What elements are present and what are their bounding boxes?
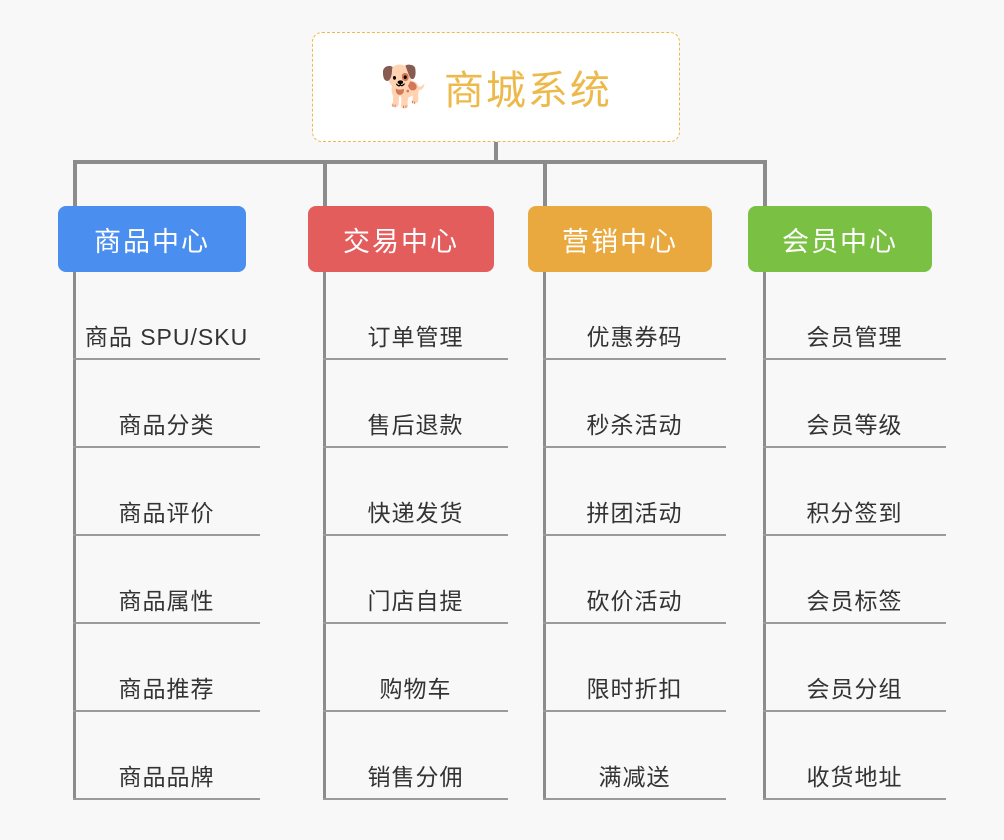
- branch-drop-connector-4: [763, 160, 767, 208]
- child-item-label: 砍价活动: [586, 588, 683, 614]
- child-item-label: 积分签到: [806, 500, 903, 526]
- child-item[interactable]: 商品品牌: [73, 712, 260, 800]
- child-item-label: 会员等级: [806, 412, 903, 438]
- branch-drop-connector-1: [73, 160, 77, 208]
- category-label: 商品中心: [94, 226, 210, 257]
- child-item-label: 购物车: [379, 676, 452, 702]
- child-item-label: 商品 SPU/SKU: [84, 324, 249, 350]
- root-node[interactable]: 🐕 商城系统: [312, 32, 680, 142]
- branch-column-product-center: 商品中心商品 SPU/SKU 商品分类商品评价商品属性商品推荐商品品牌: [58, 206, 260, 800]
- child-item-label: 快递发货: [367, 500, 464, 526]
- branch-trunk-marketing-center: [543, 272, 546, 800]
- child-item-label: 售后退款: [367, 412, 464, 438]
- child-item[interactable]: 会员标签: [763, 536, 946, 624]
- child-item-label: 满减送: [598, 764, 671, 790]
- category-box-trade-center[interactable]: 交易中心: [308, 206, 494, 272]
- child-item[interactable]: 积分签到: [763, 448, 946, 536]
- child-item[interactable]: 拼团活动: [543, 448, 726, 536]
- child-item-label: 商品品牌: [118, 764, 215, 790]
- child-item[interactable]: 会员等级: [763, 360, 946, 448]
- child-item[interactable]: 会员管理: [763, 272, 946, 360]
- child-item[interactable]: 商品推荐: [73, 624, 260, 712]
- child-item-label: 订单管理: [367, 324, 464, 350]
- child-item-label: 优惠券码: [586, 324, 683, 350]
- distribution-bar-connector: [73, 160, 767, 164]
- child-item[interactable]: 购物车: [323, 624, 508, 712]
- child-item-label: 会员管理: [806, 324, 903, 350]
- category-box-product-center[interactable]: 商品中心: [58, 206, 246, 272]
- child-item-label: 会员分组: [806, 676, 903, 702]
- child-item[interactable]: 秒杀活动: [543, 360, 726, 448]
- child-item-label: 销售分佣: [367, 764, 464, 790]
- child-item-label: 秒杀活动: [586, 412, 683, 438]
- child-item[interactable]: 商品属性: [73, 536, 260, 624]
- child-item[interactable]: 售后退款: [323, 360, 508, 448]
- category-label: 交易中心: [343, 226, 459, 257]
- child-item[interactable]: 订单管理: [323, 272, 508, 360]
- branch-drop-connector-3: [543, 160, 547, 208]
- child-item[interactable]: 销售分佣: [323, 712, 508, 800]
- category-label: 营销中心: [562, 226, 678, 257]
- child-item[interactable]: 砍价活动: [543, 536, 726, 624]
- branch-column-trade-center: 交易中心订单管理售后退款快递发货门店自提购物车销售分佣: [308, 206, 508, 800]
- child-item[interactable]: 商品 SPU/SKU: [73, 272, 260, 360]
- child-item-label: 收货地址: [806, 764, 903, 790]
- branch-trunk-product-center: [73, 272, 76, 800]
- root-title: 商城系统: [443, 69, 612, 113]
- category-box-member-center[interactable]: 会员中心: [748, 206, 932, 272]
- child-item[interactable]: 商品分类: [73, 360, 260, 448]
- child-item[interactable]: 限时折扣: [543, 624, 726, 712]
- child-item-label: 会员标签: [806, 588, 903, 614]
- child-item-label: 门店自提: [367, 588, 464, 614]
- root-stem-connector: [494, 142, 498, 164]
- branch-trunk-member-center: [763, 272, 766, 800]
- child-item[interactable]: 收货地址: [763, 712, 946, 800]
- branch-column-member-center: 会员中心会员管理会员等级积分签到会员标签会员分组收货地址: [748, 206, 946, 800]
- child-item-label: 商品属性: [118, 588, 215, 614]
- child-item-label: 商品推荐: [118, 676, 215, 702]
- category-box-marketing-center[interactable]: 营销中心: [528, 206, 712, 272]
- child-item[interactable]: 满减送: [543, 712, 726, 800]
- child-item[interactable]: 门店自提: [323, 536, 508, 624]
- branch-trunk-trade-center: [323, 272, 326, 800]
- shiba-dog-face-icon: 🐕: [380, 65, 430, 109]
- child-item[interactable]: 快递发货: [323, 448, 508, 536]
- branch-drop-connector-2: [323, 160, 327, 208]
- child-item-label: 商品评价: [118, 500, 215, 526]
- child-item[interactable]: 商品评价: [73, 448, 260, 536]
- child-item-label: 拼团活动: [586, 500, 683, 526]
- child-item[interactable]: 会员分组: [763, 624, 946, 712]
- child-item-label: 商品分类: [118, 412, 215, 438]
- branch-column-marketing-center: 营销中心优惠券码秒杀活动拼团活动砍价活动限时折扣满减送: [528, 206, 726, 800]
- category-label: 会员中心: [782, 226, 898, 257]
- child-item[interactable]: 优惠券码: [543, 272, 726, 360]
- child-item-label: 限时折扣: [586, 676, 683, 702]
